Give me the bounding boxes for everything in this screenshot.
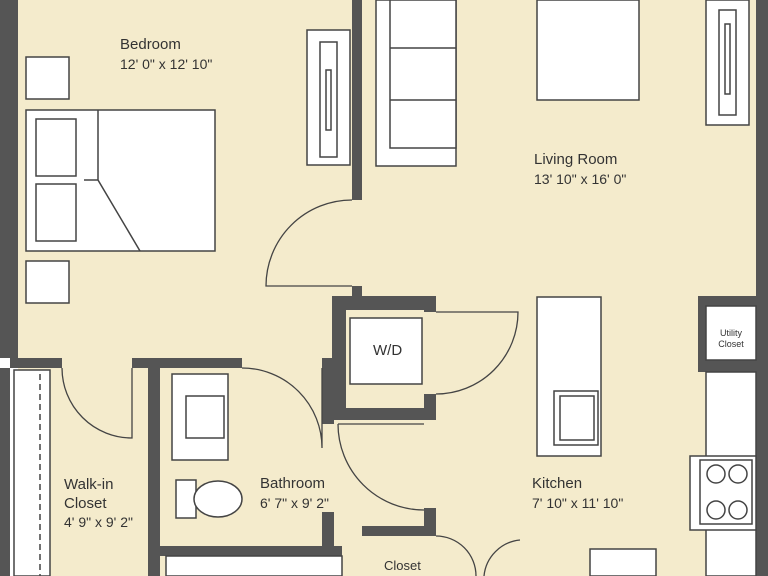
burner	[706, 500, 726, 520]
island-sink-basin	[559, 395, 595, 441]
media-console-core	[724, 23, 731, 95]
stovetop	[699, 459, 753, 525]
wall-bath-bottom	[160, 546, 342, 556]
burner	[728, 500, 748, 520]
closet-shelf-left	[13, 369, 51, 576]
refrigerator	[589, 548, 657, 576]
pillow-top	[35, 118, 77, 177]
bed-blanket-fold	[84, 110, 141, 252]
wall-wd-right-top	[424, 296, 436, 312]
closet-name: Closet	[384, 558, 421, 573]
toilet-tank	[175, 479, 197, 519]
bedroom-name: Bedroom	[120, 36, 181, 53]
utility-closet	[705, 305, 757, 361]
wall-left-upper	[0, 0, 18, 358]
living-room-dims: 13' 10" x 16' 0"	[534, 171, 627, 187]
kitchen-dims: 7' 10" x 11' 10"	[532, 495, 624, 511]
bedroom-dims: 12' 0" x 12' 10"	[120, 56, 213, 72]
utility-closet-label-1: Utility	[720, 328, 742, 338]
wall-closet-top	[362, 526, 436, 536]
wall-wd-top	[332, 296, 436, 310]
wall-bedroom-living-lower	[352, 286, 362, 300]
walkin-closet-name-1: Walk-in	[64, 476, 114, 493]
bathroom-name: Bathroom	[260, 475, 326, 492]
toilet-bowl	[193, 480, 243, 518]
wall-wd-left	[332, 296, 346, 420]
door-swing-closet	[435, 535, 477, 576]
wall-walkin-right	[148, 358, 160, 576]
nightstand-top	[25, 56, 70, 100]
burners	[706, 464, 748, 520]
door-swing-bedroom	[265, 199, 353, 287]
walkin-closet-name-2: Closet	[64, 495, 107, 512]
door-swing-bath	[241, 367, 323, 449]
shower	[165, 555, 343, 576]
door-swings	[61, 199, 521, 576]
walkin-closet-dims: 4' 9" x 9' 2"	[64, 514, 133, 530]
dresser-lamp-core	[325, 69, 332, 131]
wall-utility-left	[698, 296, 706, 360]
bathroom-dims: 6' 7" x 9' 2"	[260, 495, 329, 511]
wall-utility-top	[698, 296, 756, 306]
pillow-bottom	[35, 183, 77, 242]
door-swing-wd-top	[435, 311, 519, 395]
washer-dryer-label: W/D	[373, 342, 403, 359]
sofa-seat	[389, 0, 457, 149]
coffee-table	[536, 0, 640, 101]
wall-bedroom-living-upper	[352, 0, 362, 200]
living-room-name: Living Room	[534, 151, 618, 168]
wall-bedroom-bottom-3	[322, 358, 332, 368]
wall-right	[756, 0, 768, 576]
wall-utility-bottom	[698, 360, 756, 372]
washer-dryer	[349, 317, 423, 385]
wall-left-lower	[0, 368, 10, 576]
utility-closet-label-2: Closet	[718, 339, 744, 349]
wall-bedroom-bottom	[10, 358, 62, 368]
burner	[728, 464, 748, 484]
burner	[706, 464, 726, 484]
kitchen-name: Kitchen	[532, 475, 583, 492]
wall-wd-bottom	[332, 408, 436, 420]
door-swing-kitchen	[337, 423, 425, 511]
fixtures	[13, 0, 757, 576]
wall-bath-right-upper	[322, 368, 334, 424]
door-swing-walkin	[61, 367, 133, 439]
vanity-sink	[185, 395, 225, 439]
nightstand-bottom	[25, 260, 70, 304]
wall-bedroom-bottom-2	[132, 358, 242, 368]
door-swing-closet-2	[483, 539, 521, 576]
